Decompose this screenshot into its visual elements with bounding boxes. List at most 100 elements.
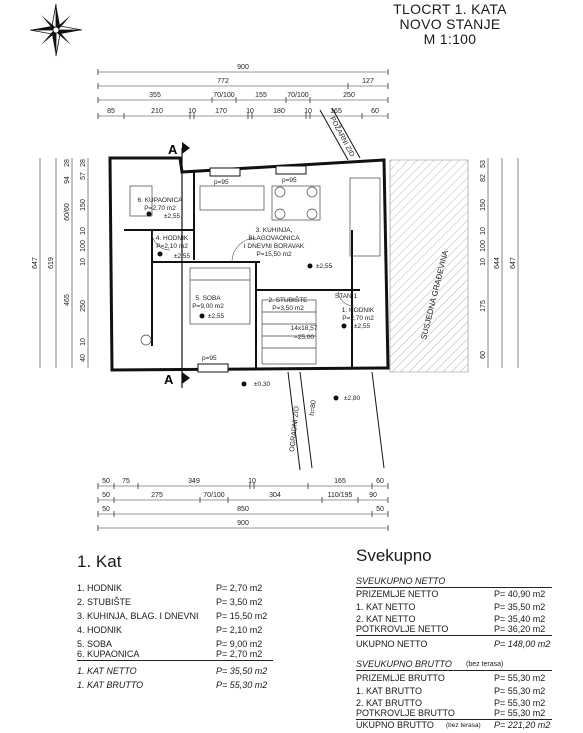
room-1-level: ±2,55 [354, 323, 371, 330]
dim-top-355: 355 [149, 92, 161, 99]
section-marker-bottom: A [164, 372, 174, 387]
dim-bot-50-c: 50 [102, 506, 110, 513]
dim-left-100: 100 [80, 240, 87, 252]
brutto-row-label: PRIZEMLJE BRUTTO [356, 673, 445, 683]
level-outside-2: ±2,80 [344, 395, 361, 402]
netto-total-value: P= 148,00 m2 [494, 639, 551, 649]
dim-left-40: 40 [80, 354, 87, 362]
room-1-area: P=2,70 m2 [342, 315, 374, 322]
dim-top-165: 165 [330, 108, 342, 115]
dim-left-10-c: 10 [80, 338, 87, 346]
dim-left-465: 465 [64, 294, 71, 306]
room-2-area: P=3,50 m2 [272, 305, 304, 312]
dim-right-644: 644 [494, 257, 501, 269]
dim-left-94: 94 [64, 176, 71, 184]
kat-row-value: P= 3,50 m2 [216, 597, 263, 607]
dim-bot-850: 850 [237, 506, 249, 513]
dim-top-85: 85 [107, 108, 115, 115]
window-label-3: p=95 [202, 355, 217, 362]
dim-left-250: 250 [80, 300, 87, 312]
room-3-level: ±2,55 [316, 263, 333, 270]
dim-bot-50-b: 50 [102, 492, 110, 499]
kat-row-label: 3. KUHINJA, BLAG. I DNEVNI [77, 611, 199, 621]
dim-top-155: 155 [255, 92, 267, 99]
room-3-area: P=15,50 m2 [256, 251, 292, 258]
dim-top-900: 900 [237, 64, 249, 71]
netto-row-label: PRIZEMLJE NETTO [356, 589, 439, 599]
kat-row-label: 4. HODNIK [77, 625, 123, 635]
dim-bot-165: 165 [334, 478, 346, 485]
kat-row-label: 1. HODNIK [77, 583, 123, 593]
dim-bot-349: 349 [188, 478, 200, 485]
dim-bot-60: 60 [376, 478, 384, 485]
netto-row-label: POTKROVLJE NETTO [356, 624, 449, 634]
svekupno-heading: Svekupno [356, 546, 432, 565]
room-2-name: 2. STUBIŠTE [268, 295, 308, 304]
brutto-note: (bez terasa) [466, 661, 504, 668]
brutto-total-note: (bez terasa) [446, 722, 481, 729]
drawing-subtitle: NOVO STANJE [399, 16, 501, 32]
brutto-total-value: P= 221,20 m2 [494, 720, 551, 730]
kat-total-label: 1. KAT BRUTTO [77, 680, 144, 690]
drawing-scale: M 1:100 [423, 31, 477, 47]
kat-row-value: P= 2,10 m2 [216, 625, 263, 635]
dim-bot-110-195: 110/195 [328, 492, 353, 499]
section-marker-top: A [168, 142, 178, 157]
north-arrow-icon [29, 3, 83, 57]
kat-row-value: P= 9,00 m2 [216, 639, 263, 649]
brutto-title: SVEUKUPNO BRUTTO [356, 659, 452, 669]
dim-top-180: 180 [273, 108, 285, 115]
stair-note-2: =25,00 [294, 334, 314, 341]
dim-bot-70-100: 70/100 [203, 492, 225, 499]
kat-total-value: P= 35,50 m2 [216, 666, 268, 676]
kat-row-label: 2. STUBIŠTE [77, 597, 132, 607]
dim-right-82: 82 [480, 174, 487, 182]
dim-bot-90: 90 [369, 492, 377, 499]
netto-row-value: P= 35,50 m2 [494, 602, 546, 612]
label-fence-wall: OGRADNI ZID [289, 406, 301, 452]
brutto-total-label: UKUPNO BRUTTO [356, 720, 434, 730]
dim-top-70-100-a: 70/100 [213, 92, 235, 99]
dim-right-100: 100 [480, 240, 487, 252]
dim-bot-304: 304 [269, 492, 281, 499]
dim-top-772: 772 [217, 78, 229, 85]
dim-right-60: 60 [480, 351, 487, 359]
dim-left-60-60: 60/60 [64, 203, 71, 221]
floor-plan: A A 900 772 127 355 70/100 155 70/100 25… [32, 64, 519, 531]
label-fire-wall: POŽARNI ZID [328, 115, 357, 158]
stan-label: STAN 1 [335, 293, 358, 300]
window-label-1: p=95 [214, 179, 229, 186]
dim-left-28-a: 28 [64, 159, 71, 167]
dim-top-70-100-b: 70/100 [287, 92, 309, 99]
dim-bot-10: 10 [248, 478, 256, 485]
room-5-level: ±2,55 [208, 313, 225, 320]
netto-row-label: 1. KAT NETTO [356, 602, 416, 612]
dim-right-10-b: 10 [480, 258, 487, 266]
stair-note: 14x18,57 [291, 325, 318, 332]
dim-bot-900: 900 [237, 520, 249, 527]
dim-top-127: 127 [362, 78, 374, 85]
brutto-row-label: POTKROVLJE BRUTTO [356, 708, 455, 718]
room-3-name2: BLAGOVAONICA [248, 235, 300, 242]
kat-row-6: 6. KUPAONICA P= 2,70 m2 [77, 649, 273, 661]
building-outline [108, 156, 390, 372]
kat-row-value: P= 2,70 m2 [216, 583, 263, 593]
room-4-name: 4. HODNIK [156, 235, 189, 242]
kat-total-value: P= 55,30 m2 [216, 680, 268, 690]
dim-top-10-b: 10 [246, 108, 254, 115]
netto-row-value: P= 35,40 m2 [494, 614, 546, 624]
dim-right-175: 175 [480, 300, 487, 312]
brutto-row-value: P= 55,30 m2 [494, 673, 546, 683]
dim-top-10-c: 10 [304, 108, 312, 115]
dim-left-647: 647 [32, 257, 39, 269]
window-label-2: p=95 [282, 177, 297, 184]
kat-row-label: 6. KUPAONICA [77, 649, 140, 659]
netto-row-4: POTKROVLJE NETTO P= 36,20 m2 [356, 624, 552, 636]
netto-row-value: P= 40,90 m2 [494, 589, 546, 599]
brutto-row-value: P= 55,30 m2 [494, 708, 546, 718]
dim-right-150: 150 [480, 199, 487, 211]
netto-title: SVEUKUPNO NETTO [356, 576, 552, 588]
dim-left-10-b: 10 [80, 258, 87, 266]
brutto-row-4: POTKROVLJE BRUTTO P= 55,30 m2 [356, 708, 552, 720]
dim-right-53: 53 [480, 160, 487, 168]
